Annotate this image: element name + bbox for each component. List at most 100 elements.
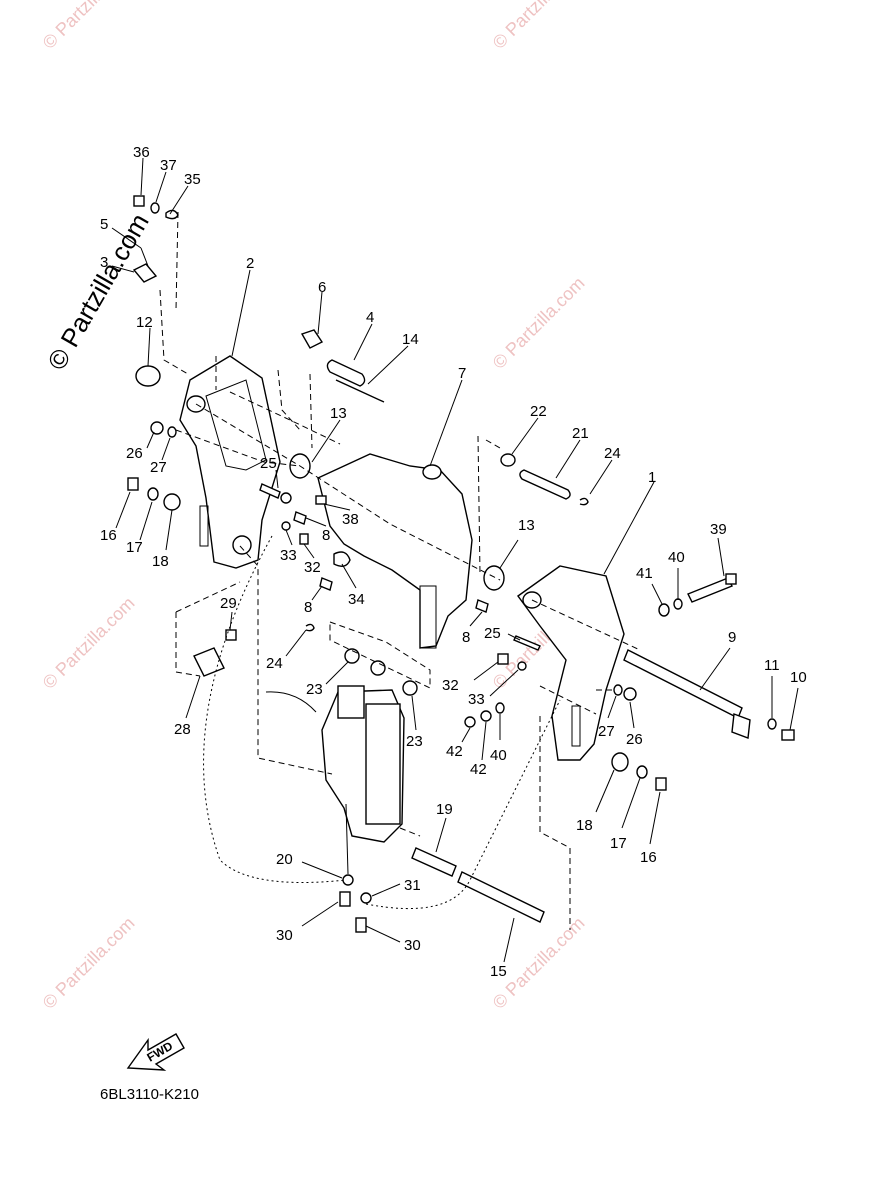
callout-7: 7 (458, 365, 466, 382)
assembly-line (539, 716, 571, 930)
callout-25: 25 (484, 625, 501, 642)
bushing-18-left-part (163, 493, 181, 511)
shaft-9-end (731, 713, 751, 739)
callout-26: 26 (126, 445, 143, 462)
swivel-bracket-7-part (317, 453, 473, 649)
clamp-34-part (333, 551, 351, 567)
parts-layer (127, 195, 795, 933)
bolt-36-part (133, 195, 145, 207)
callout-4: 4 (366, 309, 374, 326)
bolt-32-left-part (299, 533, 309, 545)
washer-37-part (150, 202, 160, 214)
bolt-39-part (687, 577, 733, 603)
washer-17-left-part (147, 487, 159, 501)
collar-23-c-part (402, 680, 418, 696)
pin-4-part (326, 359, 366, 387)
plate-28-part (193, 647, 225, 677)
callout-32: 32 (442, 677, 459, 694)
callouts: 36 37 35 5 3 2 12 6 4 14 7 13 22 21 24 1… (100, 144, 807, 980)
callout-33: 33 (468, 691, 485, 708)
bolt-16-right-part (655, 777, 667, 791)
clamp-bracket-1-part (517, 565, 625, 761)
bracket-1-slot (571, 705, 581, 747)
callout-42: 42 (470, 761, 487, 778)
washer-33-right-part (517, 661, 527, 671)
pin-5-part (140, 247, 149, 267)
assembly-line (229, 391, 341, 445)
trim-cylinder-part (365, 703, 401, 825)
callout-12: 12 (136, 314, 153, 331)
callout-31: 31 (404, 877, 421, 894)
callout-27: 27 (598, 723, 615, 740)
bolt-39-head (725, 573, 737, 585)
washer-17-right-part (636, 765, 648, 779)
pipe-19-part (411, 847, 457, 877)
callout-13: 13 (330, 405, 347, 422)
bracket-2-slot (199, 505, 209, 547)
nut-42-b-part (480, 710, 492, 722)
watermark-text: © Partzilla.com (39, 0, 139, 53)
callout-33: 33 (280, 547, 297, 564)
assembly-line (195, 403, 501, 581)
bolt-25-lower-part (513, 635, 541, 651)
bolt-32-right-part (497, 653, 509, 665)
callout-30: 30 (404, 937, 421, 954)
callout-2: 2 (246, 255, 254, 272)
washer-40-upper-part (673, 598, 683, 610)
plate-3-part (132, 263, 158, 283)
nut-26-left-part (150, 421, 164, 435)
callout-38: 38 (342, 511, 359, 528)
callout-3: 3 (100, 254, 108, 271)
assembly-line (175, 581, 241, 677)
callout-19: 19 (436, 801, 453, 818)
washer-27-left-part (167, 426, 177, 438)
bolt-30-b-part (355, 917, 367, 933)
fitting-8-right-part (475, 599, 489, 613)
washer-11-part (767, 718, 777, 730)
callout-23: 23 (406, 733, 423, 750)
callout-18: 18 (576, 817, 593, 834)
fwd-arrow-icon: FWD (126, 1033, 185, 1071)
callout-22: 22 (530, 403, 547, 420)
bolt-10-part (781, 729, 795, 741)
callout-14: 14 (402, 331, 419, 348)
callout-21: 21 (572, 425, 589, 442)
assembly-line (477, 435, 501, 575)
callout-1: 1 (648, 469, 656, 486)
callout-17: 17 (126, 539, 143, 556)
watermark-text: © Partzilla.com (489, 273, 589, 373)
watermark-text: © Partzilla.com (39, 593, 139, 693)
callout-24: 24 (604, 445, 621, 462)
callout-5: 5 (100, 216, 108, 233)
washer-41-part (658, 603, 670, 617)
assembly-line (539, 685, 616, 715)
bushing-13-lower-part (483, 565, 505, 591)
callout-30: 30 (276, 927, 293, 944)
callout-23: 23 (306, 681, 323, 698)
callout-17: 17 (610, 835, 627, 852)
nut-26-right-part (623, 687, 637, 701)
fitting-8-upper-part (293, 511, 307, 525)
bracket-2-inner (205, 379, 267, 471)
callout-40: 40 (490, 747, 507, 764)
callout-11: 11 (764, 657, 780, 674)
leader-lines (111, 157, 799, 963)
callout-8: 8 (322, 527, 330, 544)
callout-34: 34 (348, 591, 365, 608)
trim-motor-part (337, 685, 365, 719)
callout-39: 39 (710, 521, 727, 538)
assembly-line (175, 429, 301, 467)
bushing-22-part (500, 453, 516, 467)
callout-25: 25 (260, 455, 277, 472)
callout-40: 40 (668, 549, 685, 566)
callout-15: 15 (490, 963, 507, 980)
watermark-layer: © Partzilla.com © Partzilla.com © Partzi… (39, 0, 589, 1013)
callout-41: 41 (636, 565, 653, 582)
callout-10: 10 (790, 669, 807, 686)
callout-29: 29 (220, 595, 237, 612)
trim-wire-part (265, 691, 317, 713)
clip-24-upper-part (579, 497, 589, 506)
clip-24-lower-part (305, 623, 315, 632)
pin-21-part (519, 469, 571, 500)
callout-27: 27 (150, 459, 167, 476)
